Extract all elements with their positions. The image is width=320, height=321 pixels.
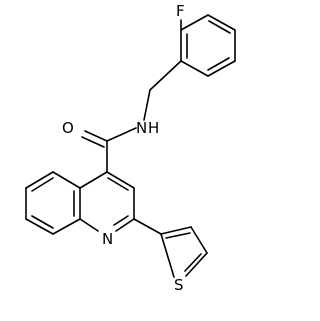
ch2-n-bond [143,89,151,121]
structure-diagram: F O N H N S [25,2,236,294]
fluorine-label: F [176,2,185,20]
thiophene-sulfur-label: S [174,276,184,294]
quinoline-pyridine-ring [79,171,135,232]
n-carbonyl-bond [106,127,137,142]
thiophene-ring [160,226,208,278]
quinoline-benzo-ring [25,171,81,235]
oxygen-label: O [62,119,74,137]
benzyl-bond [149,60,182,91]
carbonyl-bond-1 [84,130,108,142]
molecule-drawing: F O N H N S [25,2,236,294]
amide-hydrogen-label: H [148,119,159,137]
carbonyl-bond-2 [81,136,105,148]
quinoline-nitrogen-label: N [102,230,113,248]
fluorophenyl-ring [180,14,236,77]
quinoline-thiophene-bond [133,218,162,235]
amide-nitrogen-label: N [136,119,147,137]
